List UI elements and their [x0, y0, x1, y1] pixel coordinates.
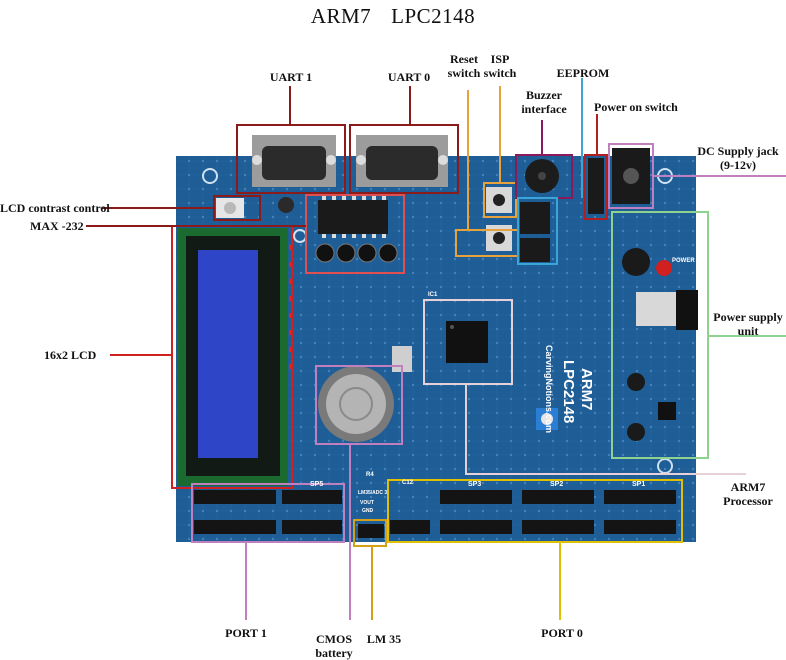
- uart0-box: [349, 124, 459, 194]
- arm-box: [423, 299, 513, 385]
- label-arm-line1: ARM7: [730, 480, 766, 494]
- label-arm-line2: Processor: [723, 494, 773, 508]
- header-label: SP5: [310, 481, 323, 488]
- leader-lines: [86, 78, 786, 620]
- dc-jack: [612, 148, 650, 204]
- label-dc-line2: (9-12v): [720, 158, 756, 172]
- label-isp-switch: ISP switch: [474, 52, 526, 80]
- title-arm7: ARM7: [310, 4, 372, 28]
- component-label: C12: [402, 480, 414, 486]
- label-buzzer-line1: Buzzer: [526, 88, 562, 102]
- title-lpc2148: LPC2148: [391, 4, 476, 28]
- lcd-module: [178, 228, 293, 486]
- component-label: GND: [362, 508, 374, 514]
- component-label: VOUT: [360, 500, 374, 506]
- header-label: SP3: [468, 481, 481, 488]
- component-label: LM35/ADC 3: [358, 490, 387, 496]
- label-max232: MAX -232: [30, 219, 84, 233]
- label-eeprom: EEPROM: [556, 66, 610, 80]
- arm-leader: [465, 384, 746, 475]
- diagram-title: ARM7 LPC2148: [0, 4, 786, 29]
- label-reset-line2: switch: [447, 66, 481, 80]
- header-label: SP2: [550, 481, 563, 488]
- eeprom-chip: [520, 202, 550, 234]
- label-uart1: UART 1: [269, 70, 313, 84]
- max232-box: [305, 194, 405, 274]
- label-isp-line2: switch: [483, 66, 517, 80]
- label-power-on-switch: Power on switch: [594, 100, 678, 114]
- component-label: POWER: [672, 258, 695, 264]
- label-uart0: UART 0: [387, 70, 431, 84]
- board-model-text: LPC2148: [560, 360, 577, 423]
- cmos-box: [315, 365, 403, 445]
- label-cmos-line1: CMOS: [316, 632, 352, 646]
- board-brand-text: ARM7: [578, 368, 595, 411]
- component-label: IC1: [428, 292, 438, 298]
- board-website-text: CarvingNotions.com: [544, 345, 554, 433]
- label-dc-line1: DC Supply jack: [697, 144, 779, 158]
- port-headers: [194, 490, 676, 538]
- eeprom-box: [517, 197, 558, 265]
- max232-chip: [315, 196, 398, 263]
- label-cmos-battery: CMOS battery: [306, 632, 362, 660]
- label-psu-line2: unit: [737, 324, 759, 338]
- label-16x2-lcd: 16x2 LCD: [44, 348, 97, 362]
- port1-box: [191, 483, 345, 543]
- uart0-connector: [356, 135, 448, 187]
- label-buzzer-interface: Buzzer interface: [514, 88, 574, 116]
- highlight-boxes: [171, 124, 709, 547]
- contrast-pot: [216, 197, 294, 218]
- label-power-supply: Power supply unit: [710, 310, 786, 338]
- preset-knob: [541, 413, 553, 425]
- buzzer-driver-chip: [520, 238, 550, 262]
- power-switch: [588, 158, 604, 214]
- buzzer: [525, 159, 559, 193]
- label-lm35: LM 35: [366, 632, 402, 646]
- label-dc-supply-jack: DC Supply jack (9-12v): [690, 144, 786, 172]
- port0-box: [387, 479, 683, 543]
- label-reset-line1: Reset: [450, 52, 478, 66]
- lm35-box: [353, 519, 387, 547]
- label-arm7-processor: ARM7 Processor: [716, 480, 780, 508]
- mount-hole-icon: [202, 168, 218, 184]
- component-label: R4: [366, 472, 374, 478]
- label-port1: PORT 1: [225, 626, 267, 640]
- arm7-processor-chip: [446, 321, 488, 363]
- uart1-connector: [252, 135, 336, 187]
- isp-switch: [486, 187, 512, 213]
- label-reset-switch: Reset switch: [436, 52, 492, 80]
- label-isp-line1: ISP: [490, 52, 510, 66]
- label-buzzer-line2: interface: [521, 102, 567, 116]
- label-port0: PORT 0: [541, 626, 583, 640]
- label-lcd-contrast: LCD contrast control: [0, 201, 110, 215]
- label-psu-line1: Power supply: [713, 310, 783, 324]
- power-supply-components: [622, 248, 698, 441]
- cmos-battery: [318, 366, 394, 442]
- header-label: SP1: [632, 481, 645, 488]
- reset-switch: [486, 225, 512, 251]
- silkscreen: ARM7 LPC2148 CarvingNotions.com SP5 SP3 …: [310, 258, 695, 514]
- label-cmos-line2: battery: [315, 646, 353, 660]
